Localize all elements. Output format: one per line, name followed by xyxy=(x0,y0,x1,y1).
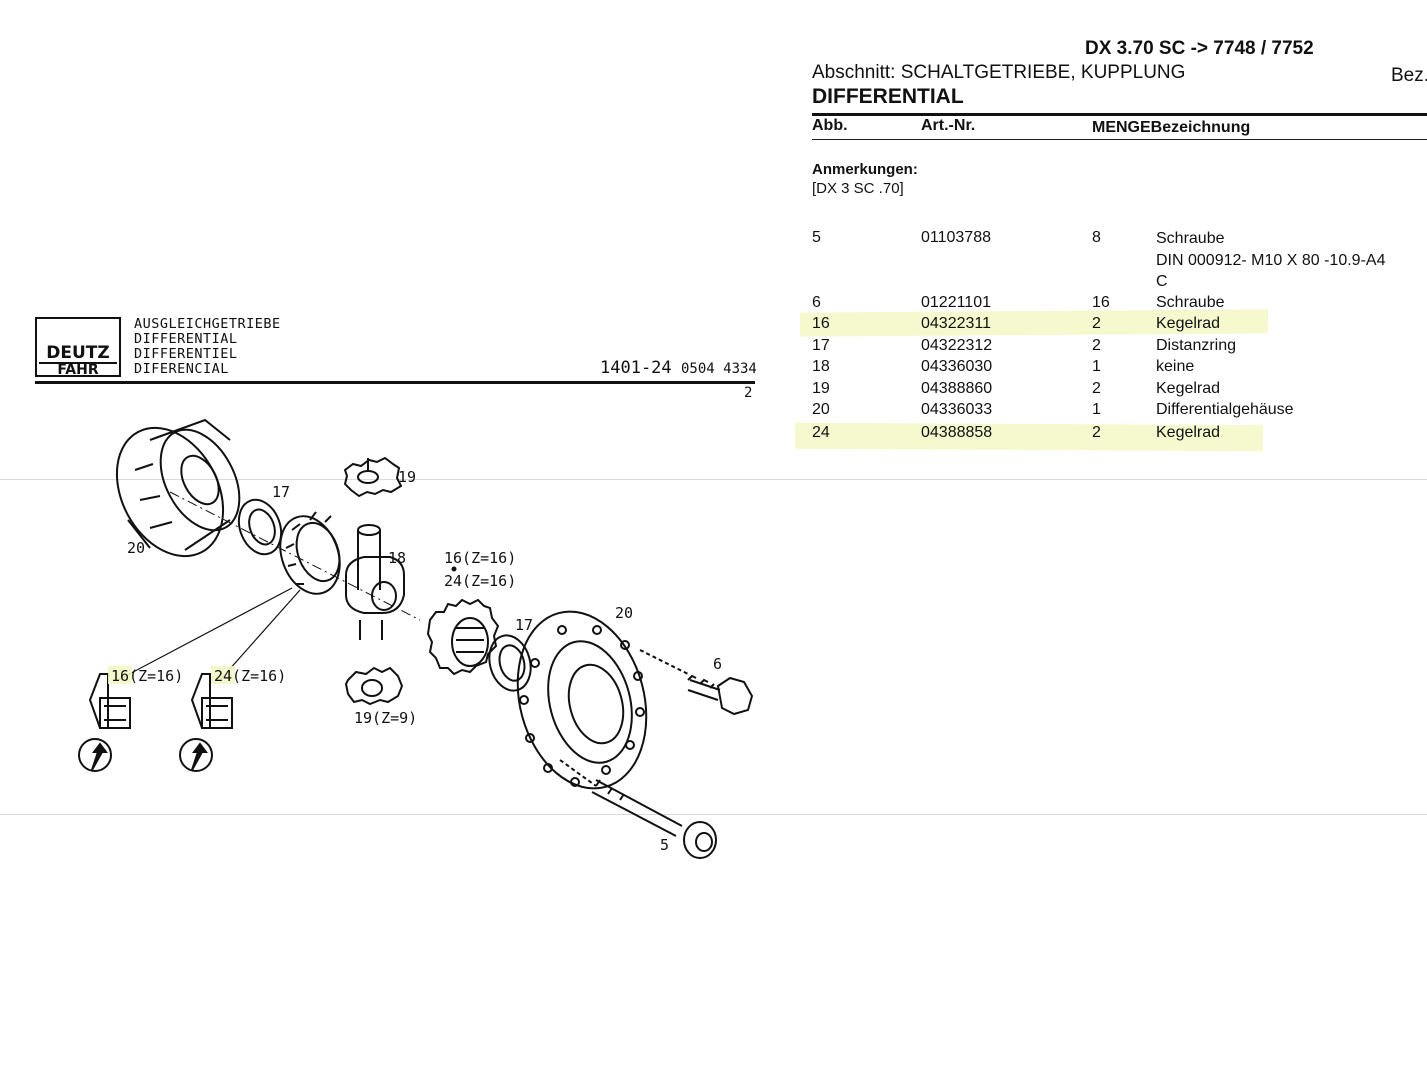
detail-gear-24-drawing xyxy=(179,673,233,772)
bolt-6-drawing xyxy=(639,649,754,716)
cell-bez-detail: DIN 000912- M10 X 80 -10.9-A4 xyxy=(1156,252,1386,269)
scan-line-top xyxy=(0,479,1427,480)
col-art-header: Art.-Nr. xyxy=(921,117,976,134)
model-heading: DX 3.70 SC -> 7748 / 7752 xyxy=(1085,38,1314,59)
drawing-code: 0504 4334 xyxy=(681,361,757,377)
label-part-16-z: 16(Z=16) xyxy=(444,549,517,567)
label-bullet xyxy=(451,566,457,572)
label-detail-24: 24(Z=16) xyxy=(214,667,287,685)
notes-text: [DX 3 SC .70] xyxy=(812,180,904,197)
cell-abb: 18 xyxy=(812,358,830,375)
label-part-20-right: 20 xyxy=(615,604,634,622)
col-abb-header: Abb. xyxy=(812,117,848,134)
cell-art: 01221101 xyxy=(921,294,991,311)
label-part-18: 18 xyxy=(388,549,407,567)
table-row: 5 01103788 8 Schraube xyxy=(812,229,1427,251)
table-row-detail: C xyxy=(812,273,1427,295)
cell-abb: 24 xyxy=(812,424,830,441)
section-heading: Abschnitt: SCHALTGETRIEBE, KUPPLUNG xyxy=(812,62,1186,83)
logo-text-deutz: DEUTZ xyxy=(46,343,110,363)
cell-bez: Kegelrad xyxy=(1156,424,1221,441)
cell-qty: 1 xyxy=(1092,401,1101,418)
cell-art: 04388858 xyxy=(921,424,993,441)
spacer-ring-17a-drawing xyxy=(237,498,283,556)
label-part-20-left: 20 xyxy=(127,539,146,557)
drawing-number: 1401-24 xyxy=(600,358,672,378)
detail-gear-16-drawing xyxy=(78,673,131,772)
table-row: 17 04322312 2 Distanzring xyxy=(812,337,1427,359)
side-gear-24-drawing xyxy=(426,598,500,676)
table-row: 19 04388860 2 Kegelrad xyxy=(812,380,1427,402)
label-part-5: 5 xyxy=(660,836,670,854)
cell-qty: 16 xyxy=(1092,294,1110,311)
table-row: 18 04336030 1 keine xyxy=(812,358,1427,380)
cell-bez: Schraube xyxy=(1156,294,1225,311)
pinion-19-top-drawing xyxy=(343,456,403,498)
table-row: 20 04336033 1 Differentialgehäuse xyxy=(812,401,1427,423)
label-part-17-left: 17 xyxy=(272,483,291,501)
cell-bez: Kegelrad xyxy=(1156,380,1221,397)
highlight-detail-24 xyxy=(211,666,235,684)
col-menge-bez-header: MENGEBezeichnung xyxy=(1092,119,1251,136)
table-row: 16 04322311 2 Kegelrad xyxy=(812,315,1427,337)
drawing-name-de: AUSGLEICHGETRIEBE xyxy=(134,316,281,332)
cell-abb: 17 xyxy=(812,337,830,354)
label-part-17-right: 17 xyxy=(515,616,534,634)
differential-exploded-diagram xyxy=(78,418,754,859)
title-rule xyxy=(812,113,1427,116)
cell-bez-detail: C xyxy=(1156,273,1168,290)
housing-right-drawing xyxy=(516,610,648,790)
table-row-detail: DIN 000912- M10 X 80 -10.9-A4 xyxy=(812,252,1427,274)
cell-abb: 19 xyxy=(812,380,830,397)
label-part-19-bottom: 19(Z=9) xyxy=(354,709,418,727)
pinion-19-bottom-drawing xyxy=(344,666,404,706)
logo-divider xyxy=(39,362,117,364)
highlight-detail-16 xyxy=(108,666,132,684)
label-detail-16: 16(Z=16) xyxy=(111,667,184,685)
cell-art: 01103788 xyxy=(921,229,991,246)
cell-qty: 1 xyxy=(1092,358,1101,375)
cell-abb: 16 xyxy=(812,315,830,332)
spacer-ring-17b-drawing xyxy=(488,634,532,692)
cell-qty: 2 xyxy=(1092,380,1101,397)
cross-shaft-18-drawing xyxy=(345,524,405,640)
cell-qty: 2 xyxy=(1092,315,1101,332)
cell-abb: 5 xyxy=(812,229,821,246)
cell-qty: 8 xyxy=(1092,229,1101,246)
cell-bez: Kegelrad xyxy=(1156,315,1221,332)
bez-heading: Bez. xyxy=(1391,65,1427,86)
cell-art: 04388860 xyxy=(921,380,993,397)
label-part-6: 6 xyxy=(713,655,723,673)
cell-bez: Differentialgehäuse xyxy=(1156,401,1294,418)
cell-qty: 2 xyxy=(1092,337,1101,354)
drawing-name-fr: DIFFERENTIEL xyxy=(134,346,238,362)
cell-qty: 2 xyxy=(1092,424,1101,441)
housing-left-drawing xyxy=(115,418,241,558)
label-part-19-top: 19 xyxy=(398,468,417,486)
drawing-name-es: DIFERENCIAL xyxy=(134,361,229,377)
cell-art: 04322311 xyxy=(921,315,991,332)
notes-label: Anmerkungen: xyxy=(812,161,918,178)
cell-bez: keine xyxy=(1156,358,1195,375)
deutz-fahr-logo: DEUTZ FAHR xyxy=(35,317,121,377)
cell-art: 04322312 xyxy=(921,337,993,354)
cell-bez: Distanzring xyxy=(1156,337,1237,354)
table-row: 24 04388858 2 Kegelrad xyxy=(812,424,1427,446)
drawing-page-number: 2 xyxy=(744,385,753,401)
bolt-5-drawing xyxy=(559,759,717,859)
cell-art: 04336033 xyxy=(921,401,993,418)
label-part-24-z: 24(Z=16) xyxy=(444,572,517,590)
header-rule xyxy=(812,139,1427,140)
table-row: 6 01221101 16 Schraube xyxy=(812,294,1427,316)
drawing-header-rule xyxy=(35,381,755,384)
logo-text-fahr: FAHR xyxy=(57,362,99,378)
scan-line-bottom xyxy=(0,814,1427,815)
page-title: DIFFERENTIAL xyxy=(812,85,964,108)
cell-bez: Schraube xyxy=(1156,230,1225,247)
cell-abb: 6 xyxy=(812,294,821,311)
drawing-name-en: DIFFERENTIAL xyxy=(134,331,238,347)
cell-art: 04336030 xyxy=(921,358,993,375)
cell-abb: 20 xyxy=(812,401,830,418)
side-gear-16-drawing xyxy=(279,511,341,595)
